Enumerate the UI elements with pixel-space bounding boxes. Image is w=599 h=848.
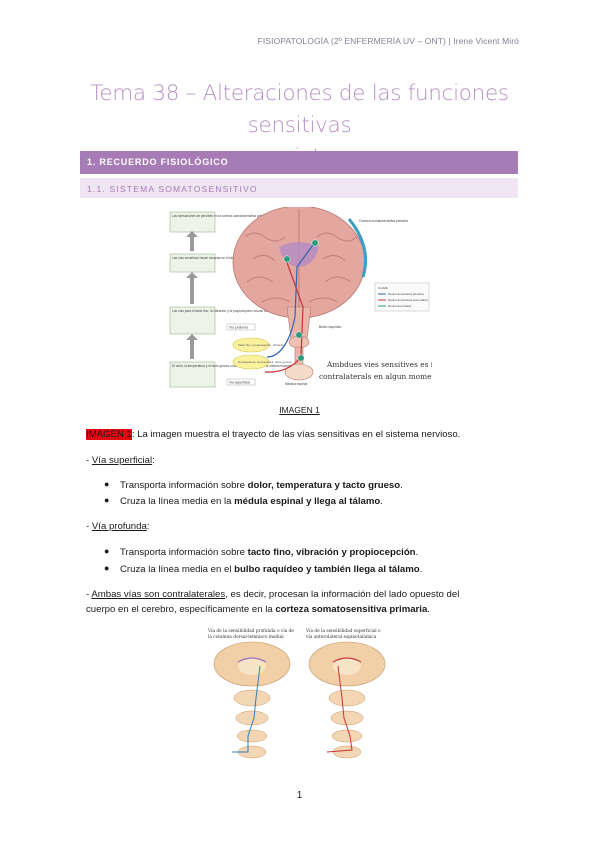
bold-text: tacto fino, vibración y propiocepción: [247, 547, 416, 558]
key-item-2: Neurona sensitiva secundaria: [388, 298, 428, 302]
flow-label-4: El dolor, la temperatura y el tacto grue…: [172, 364, 291, 368]
key-item-3: Neurona terciaria: [388, 304, 411, 308]
flow-label-1: Las sensaciones se perciben en la cortez…: [172, 214, 269, 218]
dash: -: [86, 455, 92, 466]
bold-text: médula espinal y llega al tálamo: [234, 496, 381, 507]
label-profunda: Vía profunda: [229, 326, 248, 330]
section-heading-1-1-text: 1.1. SISTEMA SOMATOSENSITIVO: [87, 183, 258, 194]
fig2-title-left-2: la columna dorsal-lemnisco medial: [208, 635, 284, 640]
text: Cruza la línea media en la: [120, 496, 235, 507]
colon: :: [152, 455, 155, 466]
heading-via-profunda: - Vía profunda:: [86, 520, 150, 533]
panel-left: [213, 641, 291, 759]
heading-via-superficial: - Vía superficial:: [86, 454, 155, 467]
text: Transporta información sobre: [120, 547, 248, 558]
page-title: Tema 38 – Alteraciones de las funciones …: [60, 78, 539, 174]
fig2-title-left-1: Vía de la sensibilidad profunda o vía de: [207, 629, 294, 634]
figure-caption-1: IMAGEN 1: [279, 405, 320, 415]
paragraph-image-text: : La imagen muestra el trayecto de las v…: [131, 429, 461, 440]
bullet-dot: ●: [104, 495, 110, 505]
text: .: [380, 496, 383, 507]
paragraph-contralateral-line-2: cuerpo en el cerebro, específicamente en…: [86, 603, 430, 616]
highlight-image-ref: IMAGEN 1: [86, 429, 132, 440]
dash: -: [86, 521, 92, 532]
somatosensory-pathway-figure: Las sensaciones se perciben en la cortez…: [169, 207, 432, 388]
fig2-title-right-1: Vía de la sensibilidad superficial o: [305, 629, 381, 634]
flow-label-3: Las vías para el tacto fino, la vibració…: [172, 309, 314, 313]
label-cortex: Corteza somatosensitiva primaria: [359, 219, 408, 223]
bullet-dot: ●: [104, 546, 110, 556]
sensory-pathways-comparison-figure: Vía de la sensibilidad profunda o vía de…: [207, 629, 386, 759]
handwritten-note-line-2: contralaterals en algun moment.: [319, 372, 432, 381]
paragraph-image-description: IMAGEN 1: La imagen muestra el trayecto …: [86, 428, 460, 441]
text: .: [415, 547, 419, 558]
flow-label-2: Las vías sensitivas hacen sinapsis en el…: [172, 256, 239, 260]
text: Cruza la línea media en el: [120, 564, 235, 575]
bullet-dot: ●: [104, 563, 110, 573]
bullet-dot: ●: [104, 479, 110, 489]
colon: :: [146, 521, 150, 532]
text: cuerpo en el cerebro, específicamente en…: [86, 604, 276, 615]
via-profunda-label: Vía profunda: [91, 521, 147, 532]
bold-text: corteza somatosensitiva primaria: [275, 604, 428, 615]
paragraph-contralateral-line-1: - Ambas vías son contralaterales, es dec…: [86, 588, 459, 601]
bubble-superficial: Nociceptores, temperatura, tacto grueso: [238, 360, 292, 364]
bold-text: bulbo raquídeo y también llega al tálamo: [234, 564, 420, 575]
bullet-superficial-1: Transporta información sobre dolor, temp…: [120, 479, 403, 492]
key-item-1: Neurona sensitiva primaria: [388, 292, 424, 296]
page-number: 1: [296, 790, 303, 801]
text: Transporta información sobre: [120, 480, 248, 491]
bullet-profunda-2: Cruza la línea media en el bulbo raquíde…: [120, 563, 422, 576]
key-title: CLAVE: [378, 286, 388, 290]
bold-text: dolor, temperatura y tacto grueso: [247, 480, 401, 491]
text: .: [419, 564, 423, 575]
label-bulbo: Bulbo raquídeo: [319, 325, 342, 329]
dash: -: [86, 589, 92, 600]
text: .: [427, 604, 430, 615]
via-superficial-label: Vía superficial: [91, 455, 153, 466]
text: , es decir, procesan la información del …: [225, 589, 460, 600]
section-heading-1: 1. RECUERDO FISIOLÓGICO: [80, 151, 518, 174]
bubble-profunda: Tacto fino, propiocepción, vibración: [238, 343, 285, 347]
fig2-title-right-2: vía anterolateral espinotalámica: [305, 635, 377, 640]
section-heading-1-1: 1.1. SISTEMA SOMATOSENSITIVO: [80, 178, 518, 198]
contralateral-label: Ambas vías son contralaterales: [91, 589, 226, 600]
title-line-1: Tema 38 – Alteraciones de las funciones …: [90, 81, 509, 138]
page-header: FISIOPATOLOGÍA (2º ENFERMERÍA UV – ONT) …: [257, 36, 519, 46]
text: .: [400, 480, 403, 491]
panel-right: [308, 641, 386, 759]
handwritten-note-line-1: Ambdues vies sensitives es fan: [326, 360, 432, 369]
label-medula: Médula espinal: [285, 382, 307, 386]
bullet-profunda-1: Transporta información sobre tacto fino,…: [120, 546, 418, 559]
label-superficial: Vía superficial: [229, 381, 250, 385]
bullet-superficial-2: Cruza la línea media en la médula espina…: [120, 495, 383, 508]
section-heading-1-text: 1. RECUERDO FISIOLÓGICO: [87, 157, 229, 167]
